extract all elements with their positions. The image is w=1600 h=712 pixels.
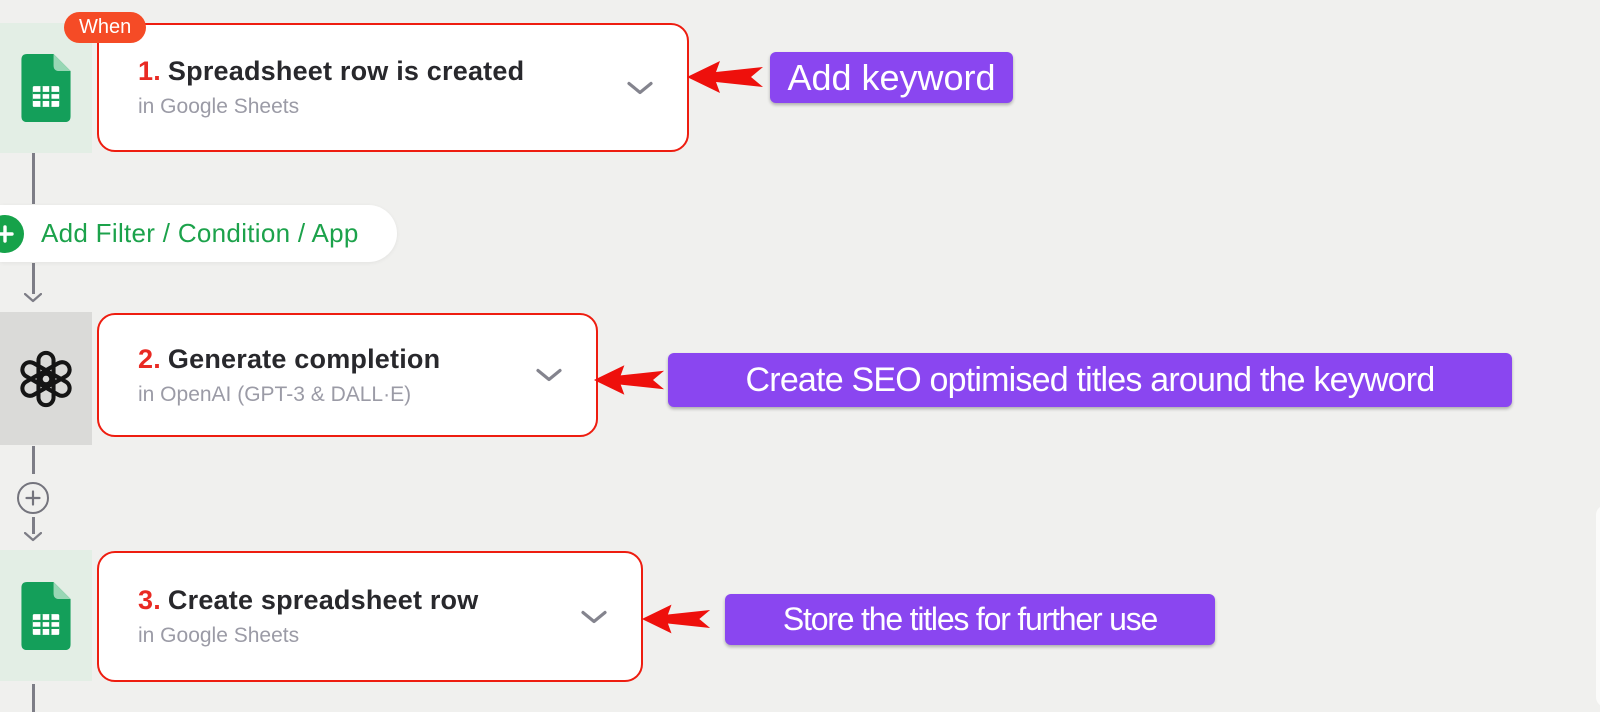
openai-icon bbox=[20, 350, 72, 407]
step2-subtitle: in OpenAI (GPT-3 & DALL·E) bbox=[138, 382, 412, 406]
step3-card[interactable]: 3.Create spreadsheet row in Google Sheet… bbox=[97, 551, 643, 682]
connector-line bbox=[32, 263, 35, 294]
step2-card[interactable]: 2.Generate completion in OpenAI (GPT-3 &… bbox=[97, 313, 598, 437]
red-arrow-left-icon bbox=[593, 365, 665, 395]
step3-app-column bbox=[0, 550, 92, 681]
step1-number: 1. bbox=[138, 56, 161, 86]
step1-subtitle: in Google Sheets bbox=[138, 95, 300, 118]
step1-app-column bbox=[0, 23, 92, 153]
step2-app-column bbox=[0, 312, 92, 445]
chevron-down-icon[interactable] bbox=[581, 610, 607, 623]
step1-title-text: Spreadsheet row is created bbox=[167, 56, 525, 86]
step1-title: 1.Spreadsheet row is created bbox=[138, 56, 687, 87]
red-arrow-left-icon bbox=[641, 604, 711, 634]
step2-title-text: Generate completion bbox=[167, 343, 441, 374]
chevron-down-icon[interactable] bbox=[536, 368, 562, 382]
when-badge: When bbox=[64, 12, 147, 43]
step1-card[interactable]: 1.Spreadsheet row is created in Google S… bbox=[97, 23, 689, 152]
step3-subtitle: in Google Sheets bbox=[138, 624, 300, 647]
connector-line bbox=[32, 446, 35, 474]
google-sheets-icon bbox=[21, 54, 71, 122]
arrow-down-icon bbox=[24, 293, 42, 303]
annotation-store-titles: Store the titles for further use bbox=[725, 594, 1215, 645]
clipped-panel-edge bbox=[1596, 505, 1600, 707]
google-sheets-icon bbox=[21, 581, 71, 650]
plus-circle-icon[interactable] bbox=[17, 482, 49, 514]
annotation-add-keyword: Add keyword bbox=[770, 52, 1013, 103]
red-arrow-left-icon bbox=[687, 61, 763, 93]
step3-number: 3. bbox=[138, 585, 161, 615]
green-plus-icon[interactable] bbox=[0, 214, 24, 253]
connector-line bbox=[32, 684, 35, 712]
step2-title: 2.Generate completion bbox=[138, 344, 596, 375]
step3-title: 3.Create spreadsheet row bbox=[138, 585, 641, 616]
connector-line bbox=[32, 153, 35, 204]
add-filter-label: Add Filter / Condition / App bbox=[41, 218, 359, 248]
step3-title-text: Create spreadsheet row bbox=[167, 585, 479, 615]
add-filter-button[interactable]: Add Filter / Condition / App bbox=[0, 205, 397, 262]
chevron-down-icon[interactable] bbox=[627, 81, 653, 94]
annotation-create-titles: Create SEO optimised titles around the k… bbox=[668, 353, 1512, 407]
connector-line bbox=[32, 517, 35, 534]
arrow-down-icon bbox=[24, 532, 42, 542]
step2-number: 2. bbox=[138, 343, 161, 374]
